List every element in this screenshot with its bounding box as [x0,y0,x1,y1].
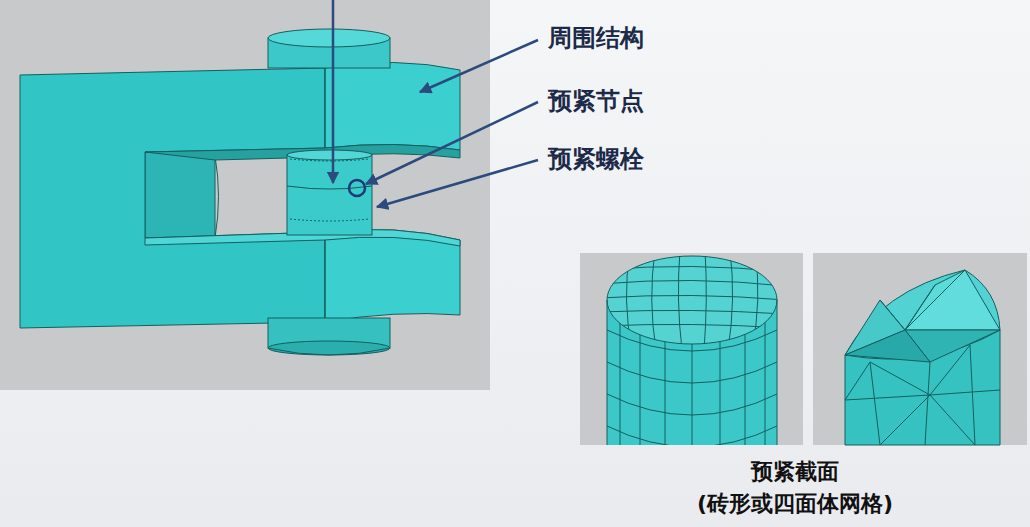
caption-text: 预紧截面 [751,457,839,487]
tetra-mesh-picture [813,253,1027,445]
part-label: 预紧节点 [548,85,644,117]
part-label: 周围结构 [548,22,644,54]
part-label: 预紧螺栓 [548,143,644,175]
caption-text: (砖形或四面体网格) [697,489,893,519]
leader-lines [366,40,538,207]
brick-mesh-picture [580,250,803,447]
